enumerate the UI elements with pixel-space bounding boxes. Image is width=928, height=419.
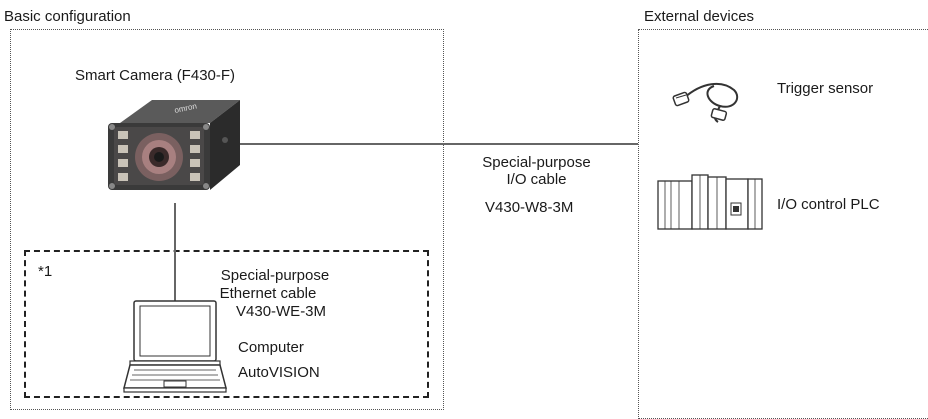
ethernet-cable-model: V430-WE-3M [236, 303, 326, 320]
basic-config-title: Basic configuration [4, 8, 131, 25]
camera-label: Smart Camera (F430-F) [75, 67, 235, 84]
trigger-sensor-label: Trigger sensor [777, 80, 873, 97]
external-devices-title: External devices [644, 8, 754, 25]
io-cable-line [236, 143, 638, 145]
io-cable-line1: Special-purpose [469, 154, 604, 171]
plc-label: I/O control PLC [777, 196, 880, 213]
io-cable-model: V430-W8-3M [485, 199, 573, 216]
footnote-marker: *1 [38, 263, 52, 280]
ethernet-cable-line1: Special-purpose [205, 267, 345, 284]
plc-icon [657, 173, 765, 231]
ethernet-cable-line [174, 203, 176, 303]
io-cable-line2: I/O cable [469, 171, 604, 188]
trigger-sensor-icon [672, 76, 742, 124]
software-label: AutoVISION [238, 364, 320, 381]
computer-label: Computer [238, 339, 304, 356]
laptop-icon [122, 300, 227, 395]
smart-camera-icon: omron [100, 95, 240, 200]
